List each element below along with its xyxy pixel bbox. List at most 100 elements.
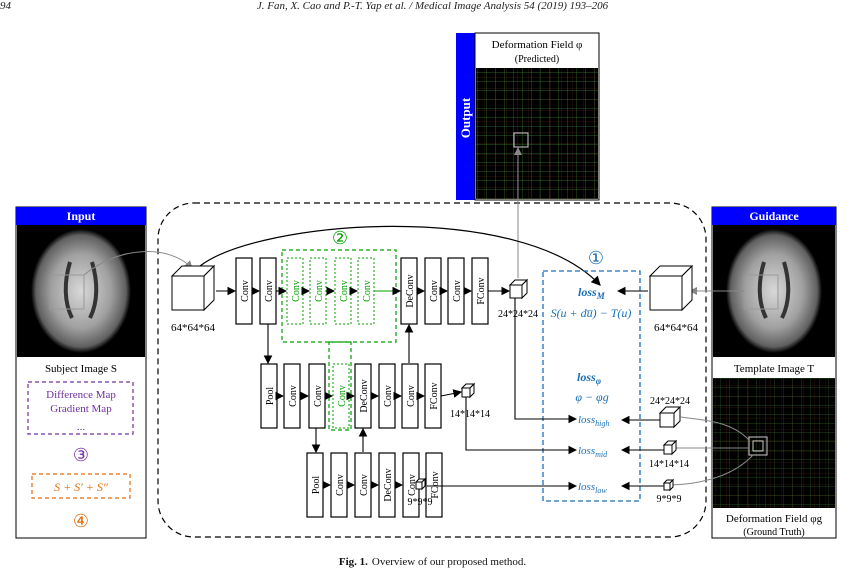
- template-brain: [726, 229, 822, 353]
- l2-block-3: Conv: [332, 363, 350, 429]
- out1-cube: [508, 278, 529, 300]
- l2-block-0-label: Pool: [265, 387, 276, 406]
- template-size-label: 64*64*64: [654, 322, 699, 334]
- output-subtitle: (Predicted): [515, 54, 559, 65]
- input-header: [16, 207, 146, 225]
- input-title: Input: [67, 209, 96, 223]
- l1-block-5: Conv: [357, 257, 375, 325]
- loss-high-label: losshigh: [578, 414, 609, 428]
- output-label: Output: [458, 97, 473, 138]
- l2-block-3-label: Conv: [337, 385, 348, 407]
- gt-high-size-label: 24*24*24: [650, 396, 690, 407]
- loss-mid-label: lossmid: [578, 445, 608, 459]
- loss-phi-formula: φ − φg: [575, 390, 608, 404]
- maps-ellipsis: ...: [77, 421, 86, 433]
- template-patch: [743, 274, 779, 310]
- l1-block-6-label: DeConv: [405, 274, 416, 307]
- l1-block-3: Conv: [309, 257, 327, 325]
- l3-block-1-label: Conv: [335, 474, 346, 496]
- l1-block-7: Conv: [424, 257, 442, 325]
- output-panel: Output Deformation Field φ (Predicted): [456, 32, 600, 201]
- l1-block-7-label: Conv: [429, 280, 440, 302]
- gt-roi-outer: [748, 436, 768, 456]
- figure-caption: Fig. 1.Overview of our proposed method.: [0, 556, 865, 568]
- out2-cube: [460, 382, 476, 399]
- out3-cube: [414, 477, 427, 491]
- l3-block-3: DeConv: [378, 452, 396, 518]
- green-group-stem: [328, 341, 352, 431]
- l1-block-8-label: Conv: [452, 280, 463, 302]
- l2-block-2-label: Conv: [313, 385, 324, 407]
- page-number: 94: [0, 0, 11, 12]
- gt-low-size-label: 9*9*9: [657, 494, 682, 505]
- l1-block-0: Conv: [235, 257, 253, 325]
- l2-block-2: Conv: [308, 363, 326, 429]
- step-4-marker: ④: [73, 511, 89, 531]
- connectors: [83, 147, 754, 486]
- l1-block-2-label: Conv: [291, 280, 302, 302]
- network-region: [157, 202, 707, 538]
- l2-block-1-label: Conv: [288, 385, 299, 407]
- augmentation-formula: S + S′ + S″: [54, 480, 109, 494]
- out3-size-label: 9*9*9: [408, 497, 433, 508]
- layer-arrows: [216, 286, 511, 490]
- l1-block-1: Conv: [259, 257, 277, 325]
- l1-block-4-label: Conv: [339, 280, 350, 302]
- l1-block-9-label: FConv: [476, 277, 487, 304]
- subject-label: Subject Image S: [45, 363, 117, 375]
- l3-block-2-label: Conv: [359, 474, 370, 496]
- l3-block-2: Conv: [354, 452, 372, 518]
- gt-cube-low: [662, 478, 675, 492]
- subject-patch: [49, 274, 85, 310]
- out1-size-label: 24*24*24: [498, 309, 538, 320]
- gt-mid-size-label: 14*14*14: [649, 459, 689, 470]
- l3-block-5-label: FConv: [430, 471, 441, 498]
- l2-block-5: Conv: [378, 363, 396, 429]
- l1-block-6: DeConv: [400, 257, 418, 325]
- l1-block-3-label: Conv: [314, 280, 325, 302]
- l1-block-2: Conv: [286, 257, 304, 325]
- gt-roi-inner: [752, 440, 764, 452]
- skip-arc: [199, 225, 601, 286]
- gt-title: Deformation Field φg: [726, 513, 823, 525]
- l1-block-0-label: Conv: [240, 280, 251, 302]
- gt-cube-mid: [662, 439, 678, 456]
- l2-block-4: DeConv: [354, 363, 372, 429]
- l1-block-5-label: Conv: [362, 280, 373, 302]
- gradient-map-label: Gradient Map: [50, 403, 112, 415]
- output-title: Deformation Field φ: [492, 39, 583, 51]
- l2-block-4-label: DeConv: [359, 379, 370, 412]
- step-2-marker: ②: [332, 228, 348, 248]
- loss-box: [542, 270, 641, 502]
- formula-box: [31, 473, 131, 499]
- l3-block-0: Pool: [306, 452, 324, 518]
- l2-block-6-label: Conv: [406, 385, 417, 407]
- l2-block-7-label: FConv: [429, 382, 440, 409]
- template-label: Template Image T: [734, 363, 815, 375]
- input-size-label: 64*64*64: [171, 322, 216, 334]
- fconv-to-out2: [440, 389, 463, 398]
- input-panel: Input Subject Image S Difference Map Gra…: [15, 206, 147, 539]
- out2-size-label: 14*14*14: [450, 409, 490, 420]
- loss-arrows: [427, 286, 664, 491]
- maps-box: [27, 381, 134, 435]
- guidance-header: [712, 207, 836, 225]
- input-cube: [170, 264, 216, 312]
- loss-m-label: lossM: [578, 285, 606, 301]
- l1-block-8: Conv: [447, 257, 465, 325]
- l2-block-7: FConv: [424, 363, 442, 429]
- l1-block-9: FConv: [471, 257, 489, 325]
- predicted-grid-red: [476, 68, 598, 199]
- template-cube: [648, 264, 694, 312]
- guidance-title: Guidance: [749, 209, 799, 223]
- l3-block-4-label: Conv: [407, 474, 418, 496]
- gt-grid-red: [713, 378, 835, 508]
- l3-block-0-label: Pool: [311, 476, 322, 495]
- loss-m-formula: S(u + du̅) − T(u): [551, 306, 632, 320]
- l2-block-0: Pool: [260, 363, 278, 429]
- page-header: 94 J. Fan, X. Cao and P.-T. Yap et al. /…: [0, 0, 865, 14]
- caption-label: Fig. 1.: [338, 556, 368, 568]
- output-side-bar: [456, 33, 475, 200]
